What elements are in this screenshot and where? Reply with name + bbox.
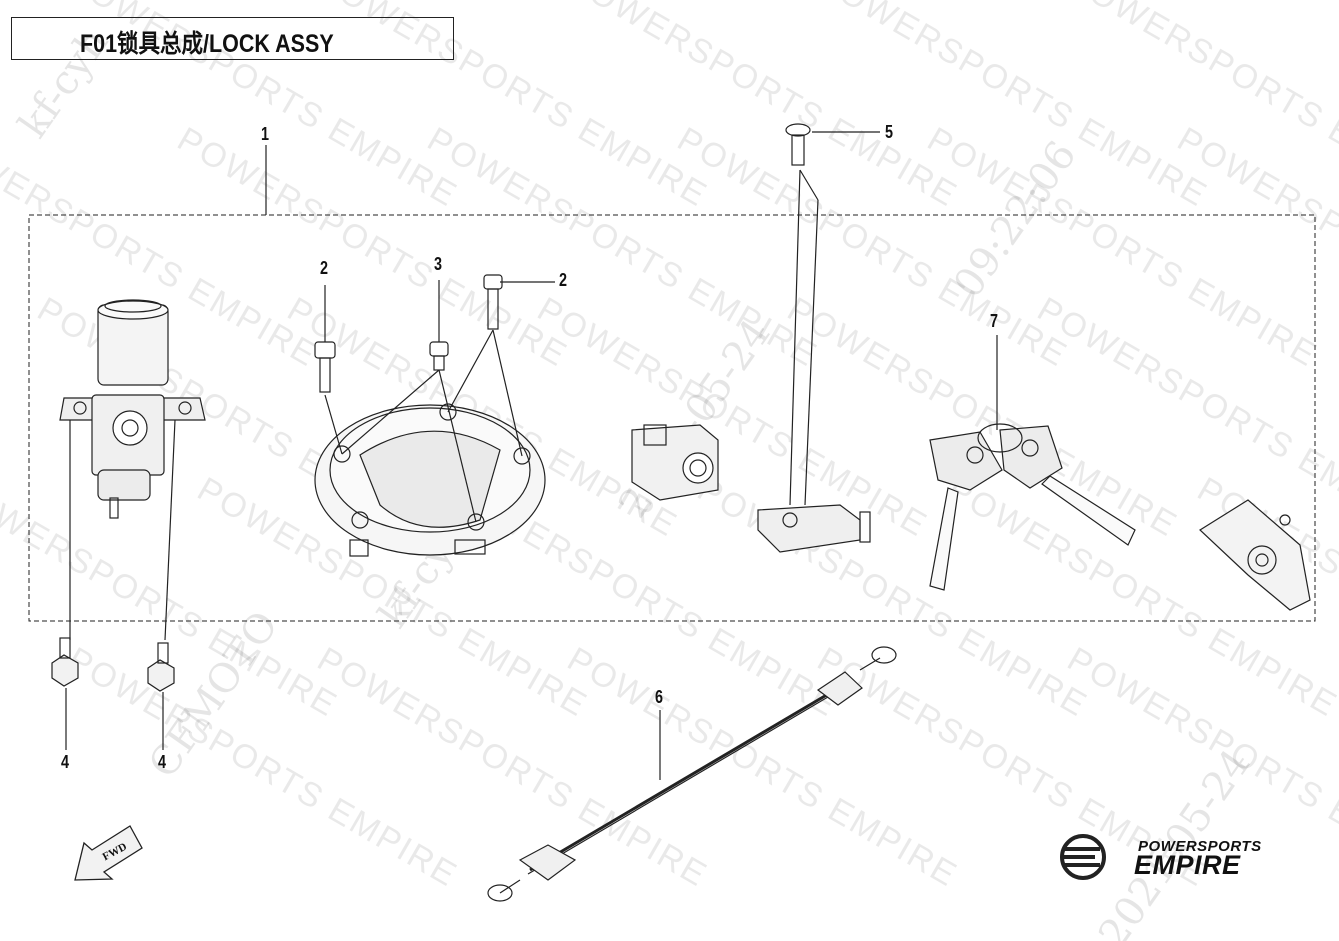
callout-6: 6 xyxy=(655,687,664,707)
leader-4b xyxy=(164,419,176,641)
powersports-empire-logo: POWERSPORTS EMPIRE xyxy=(1058,832,1298,884)
cable-part xyxy=(487,646,897,902)
empire-logo-emblem xyxy=(1060,834,1106,880)
fwd-arrow xyxy=(74,825,143,881)
logo-empire-text: EMPIRE xyxy=(1134,850,1241,880)
seat-latch-part xyxy=(757,504,871,553)
title-box xyxy=(11,17,454,60)
callout-4: 4 xyxy=(158,752,167,772)
callout-7: 7 xyxy=(990,311,999,331)
assembly-boundary xyxy=(28,214,1316,622)
ignition-switch-part xyxy=(59,299,206,519)
bolt-4a xyxy=(51,637,79,750)
callout-2: 2 xyxy=(320,258,329,278)
callout-2: 2 xyxy=(559,270,568,290)
bracket-plate-part xyxy=(1199,499,1311,611)
callout-5: 5 xyxy=(885,122,894,142)
callout-1: 1 xyxy=(261,124,270,144)
callout-4: 4 xyxy=(61,752,70,772)
screw-2a xyxy=(314,341,336,393)
seat-lock-part xyxy=(631,424,719,501)
key-set-part xyxy=(929,423,1136,591)
page-title: F01锁具总成/LOCK ASSY xyxy=(80,30,334,58)
fuel-cap-part xyxy=(314,403,546,557)
screw-2b xyxy=(483,274,503,330)
screw-3 xyxy=(429,341,449,371)
callout-3: 3 xyxy=(434,254,443,274)
screw-5 xyxy=(785,123,811,166)
bolt-4b xyxy=(147,642,175,750)
logo-powersports-text: POWERSPORTS xyxy=(1138,838,1262,855)
